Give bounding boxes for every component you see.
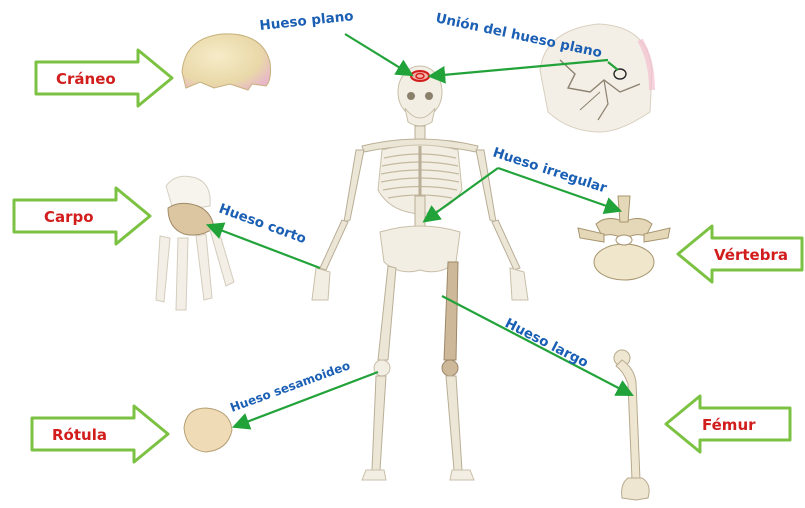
label-hueso-plano: Hueso plano: [259, 8, 355, 34]
left-foot: [362, 470, 386, 480]
right-patella: [442, 360, 458, 376]
left-humerus: [344, 150, 364, 222]
skeleton: [312, 66, 528, 480]
right-femur-highlighted: [444, 262, 458, 360]
right-foot: [450, 470, 474, 480]
femur-illustration: [614, 350, 649, 500]
left-femur: [378, 266, 396, 360]
pointer-hueso-plano: [345, 34, 410, 74]
vertebra-illustration: [578, 196, 670, 280]
right-tibia: [446, 376, 462, 470]
left-hand: [312, 268, 330, 300]
eye-socket-right: [425, 92, 433, 100]
label-rotula: Rótula: [52, 426, 107, 444]
carpus-illustration: [156, 176, 234, 310]
cranium-illustration: [182, 34, 271, 90]
label-hueso-corto: Hueso corto: [217, 201, 309, 247]
label-vertebra: Vértebra: [714, 246, 788, 264]
left-tibia: [372, 376, 386, 470]
eye-socket-left: [407, 92, 415, 100]
label-hueso-largo: Hueso largo: [502, 315, 591, 371]
left-forearm: [320, 220, 348, 270]
right-hand: [510, 268, 528, 300]
label-craneo: Cráneo: [56, 70, 116, 88]
right-humerus: [476, 150, 496, 222]
neck: [415, 126, 425, 140]
label-carpo: Carpo: [44, 208, 94, 226]
patella-illustration: [184, 408, 232, 452]
flat-bone-highlight: [411, 71, 429, 81]
label-femur: Fémur: [702, 416, 756, 434]
right-forearm: [492, 220, 520, 270]
